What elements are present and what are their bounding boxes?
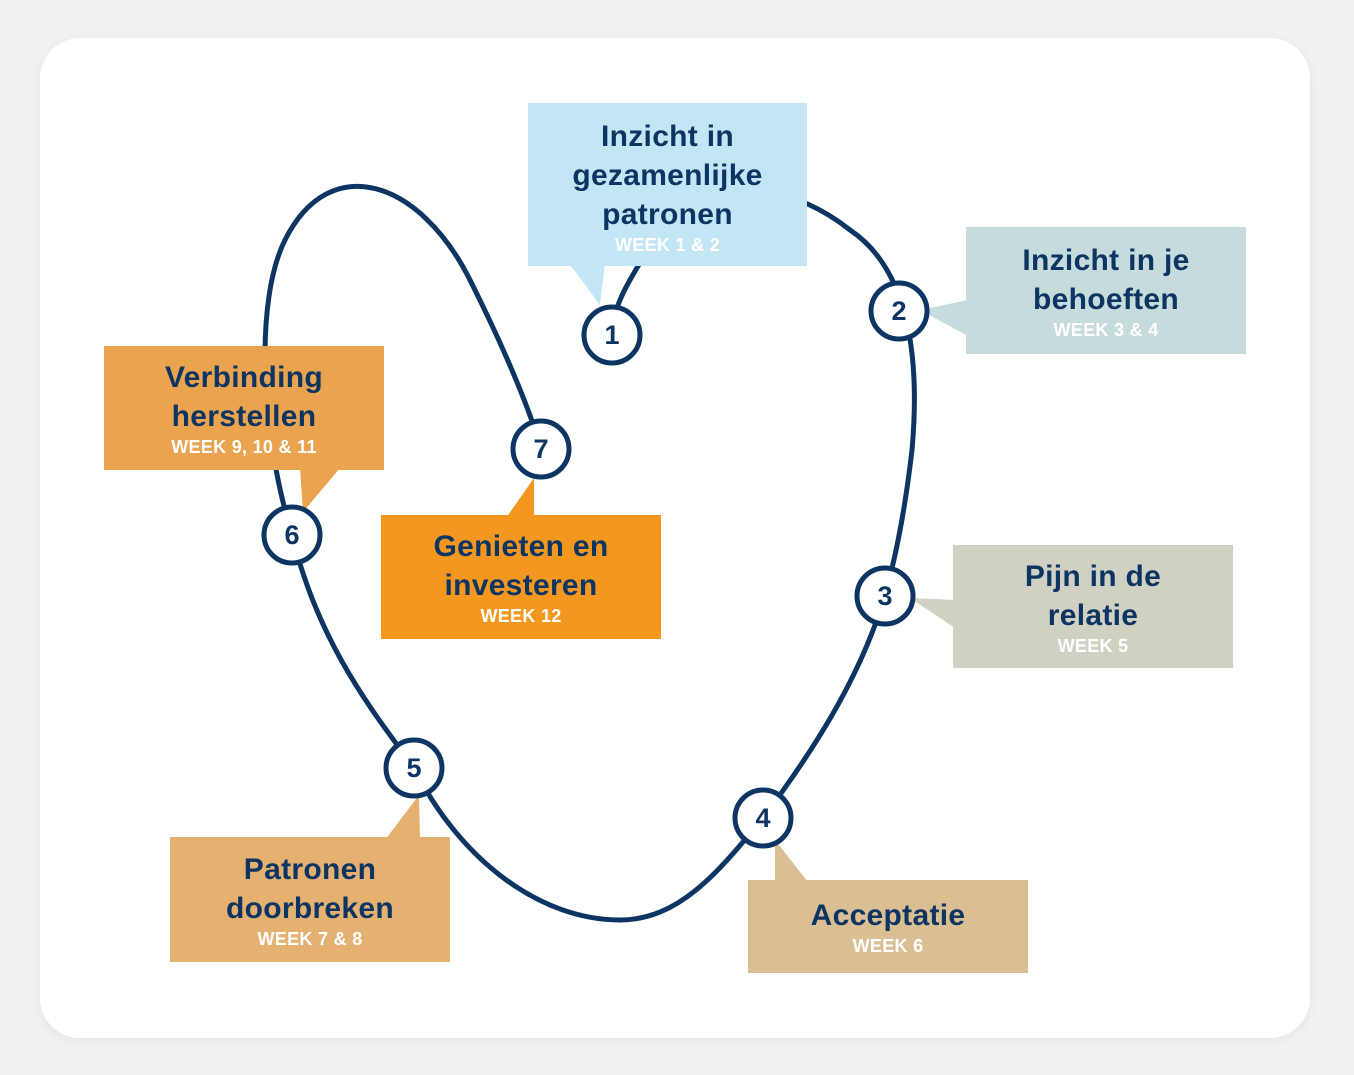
step-title-2: Inzicht in je behoeften: [1022, 243, 1190, 316]
step-week-4: WEEK 6: [852, 936, 924, 956]
step-box-5: Patronen doorbreken WEEK 7 & 8: [170, 837, 450, 962]
step-week-3: WEEK 5: [1057, 635, 1129, 656]
step-week-2: WEEK 3 & 4: [1053, 319, 1159, 340]
node-number-5: 5: [406, 753, 421, 783]
step-week-5: WEEK 7 & 8: [257, 928, 363, 949]
node-step-4: 4: [732, 787, 794, 849]
step-title-7: Genieten en investeren: [433, 530, 609, 602]
step-box-4: Acceptatie WEEK 6: [748, 880, 1028, 973]
pointer-step-3: [910, 598, 955, 628]
node-number-4: 4: [755, 803, 770, 833]
node-number-1: 1: [604, 320, 619, 350]
node-step-2: 2: [868, 280, 930, 342]
node-step-5: 5: [383, 737, 445, 799]
step-title-3: Pijn in de relatie: [1024, 559, 1162, 632]
node-step-7: 7: [510, 418, 572, 480]
pointer-step-7: [506, 478, 534, 518]
step-title-5: Patronen doorbreken: [225, 852, 395, 925]
step-box-3: Pijn in de relatie WEEK 5: [953, 545, 1233, 668]
pointer-step-4: [775, 840, 808, 882]
node-number-7: 7: [533, 434, 548, 464]
node-step-6: 6: [261, 504, 323, 566]
pointer-step-6: [300, 468, 340, 512]
step-week-6: WEEK 9, 10 & 11: [171, 437, 317, 457]
node-step-3: 3: [854, 565, 916, 627]
step-week-1: WEEK 1 & 2: [614, 235, 721, 255]
pointer-step-1: [568, 262, 605, 305]
pointer-step-5: [385, 795, 420, 840]
cycle-path: [262, 184, 917, 923]
node-number-2: 2: [891, 296, 906, 326]
step-box-2: Inzicht in je behoeften WEEK 3 & 4: [966, 227, 1246, 354]
step-title-4: Acceptatie: [810, 899, 966, 932]
step-title-1: Inzicht in gezamenlijke patronen: [572, 120, 763, 231]
step-box-7: Genieten en investeren WEEK 12: [381, 515, 661, 639]
node-number-3: 3: [877, 581, 892, 611]
pointer-step-2: [920, 300, 968, 336]
node-number-6: 6: [284, 520, 299, 550]
node-step-1: 1: [581, 304, 643, 366]
step-box-1: Inzicht in gezamenlijke patronen WEEK 1 …: [528, 103, 807, 266]
step-box-6: Verbinding herstellen WEEK 9, 10 & 11: [104, 346, 384, 470]
step-week-7: WEEK 12: [480, 606, 562, 626]
step-title-6: Verbinding herstellen: [164, 361, 323, 433]
